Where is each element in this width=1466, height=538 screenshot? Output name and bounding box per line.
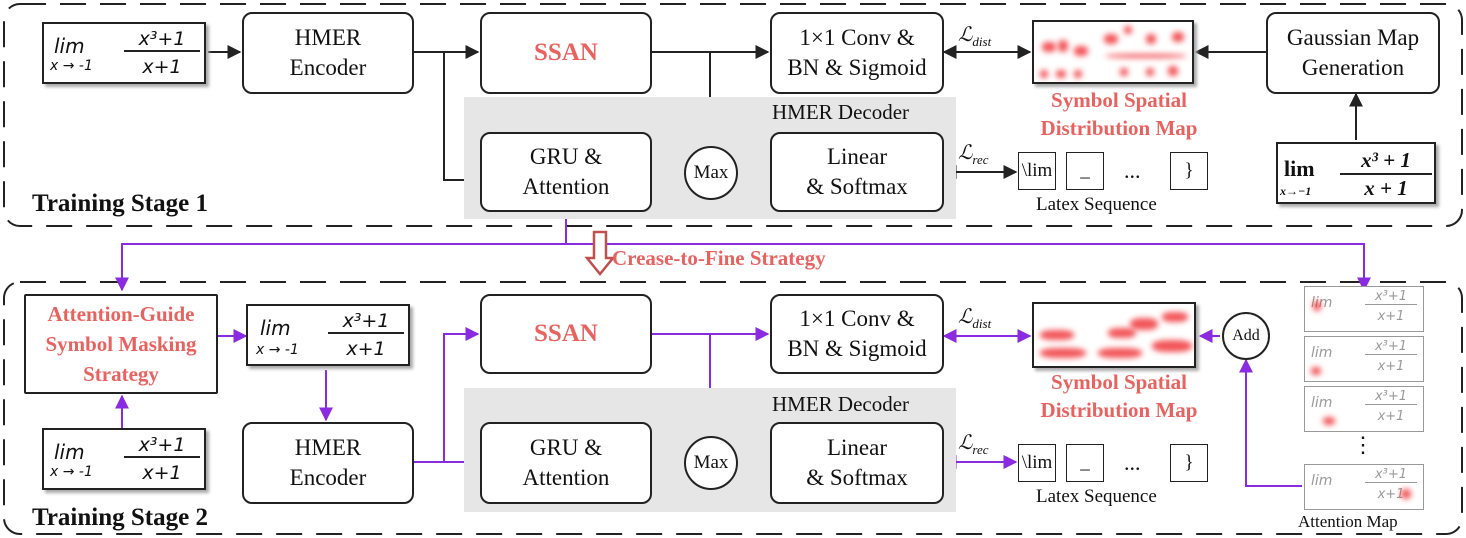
attention-map-vdots: ⋮ xyxy=(1352,432,1374,457)
stage2-ssan-block: SSAN xyxy=(480,294,652,374)
stage1-symbol-distribution-map xyxy=(1032,20,1194,84)
stage2-max-node: Max xyxy=(684,436,738,490)
limit-under-text: x → -1 xyxy=(50,58,93,74)
stage1-token-ellipsis: ... xyxy=(1124,158,1141,183)
stage2-title: Training Stage 2 xyxy=(32,504,208,531)
stage2-denominator-text: x+1 xyxy=(142,462,182,484)
stage2-token-lim: \lim xyxy=(1018,444,1056,482)
add-node: Add xyxy=(1222,312,1270,360)
stage2-decoder-label: HMER Decoder xyxy=(772,392,910,416)
masked-denominator-text: x+1 xyxy=(346,338,386,360)
typeset-limit-under: x→−1 xyxy=(1280,184,1312,198)
stage2-limit-under-text: x → -1 xyxy=(50,464,93,480)
stage2-loss-dist: ℒdist xyxy=(958,306,992,331)
stage1-ssan-block: SSAN xyxy=(480,12,652,94)
stage2-numerator-text: x³+1 xyxy=(124,434,200,458)
stage2-token-brace: } xyxy=(1170,444,1208,482)
stage2-linear-softmax: Linear & Softmax xyxy=(770,422,944,504)
stage1-frame xyxy=(3,3,1463,227)
stage1-input-handwritten-formula: lim x → -1 x³+1 x+1 xyxy=(42,22,206,84)
stage1-conv-bn-sigmoid: 1×1 Conv & BN & Sigmoid xyxy=(770,12,944,94)
stage1-linear-softmax: Linear & Softmax xyxy=(770,132,944,212)
masked-limit-under-text: x → -1 xyxy=(256,342,299,358)
stage2-conv-bn-sigmoid: 1×1 Conv & BN & Sigmoid xyxy=(770,294,944,374)
stage1-decoder-label: HMER Decoder xyxy=(772,100,910,124)
stage2-latex-label: Latex Sequence xyxy=(1036,486,1157,507)
stage1-loss-rec: ℒrec xyxy=(958,142,989,167)
stage1-latex-label: Latex Sequence xyxy=(1036,194,1157,215)
stage2-hmer-encoder: HMER Encoder xyxy=(242,422,414,504)
stage1-map-caption: Symbol Spatial Distribution Map xyxy=(1040,88,1198,140)
stage1-hmer-encoder: HMER Encoder xyxy=(242,12,414,94)
stage2-symbol-distribution-map xyxy=(1032,302,1196,368)
stage1-typeset-formula: lim x→−1 x³ + 1 x + 1 xyxy=(1276,142,1436,204)
typeset-numerator: x³ + 1 xyxy=(1340,148,1432,175)
typeset-denominator: x + 1 xyxy=(1364,176,1408,200)
stage2-limit-text: lim xyxy=(54,440,85,464)
stage1-token-lim: \lim xyxy=(1018,152,1056,190)
stage2-token-underscore: _ xyxy=(1066,444,1104,482)
stage1-loss-dist: ℒdist xyxy=(958,24,992,49)
stage1-token-brace: } xyxy=(1170,152,1208,190)
masked-limit-text: lim xyxy=(260,316,291,340)
crease-to-fine-strategy-label: Crease-to-Fine Strategy xyxy=(612,246,826,270)
masked-numerator-text: x³+1 xyxy=(328,310,404,334)
limit-text: lim xyxy=(54,34,85,58)
stage2-map-caption: Symbol Spatial Distribution Map xyxy=(1040,370,1198,422)
stage2-frame xyxy=(3,281,1463,535)
stage1-title: Training Stage 1 xyxy=(32,190,208,217)
denominator-text: x+1 xyxy=(142,56,182,78)
stage1-gru-attention: GRU & Attention xyxy=(480,132,652,212)
typeset-limit: lim xyxy=(1284,156,1315,181)
attention-map-label: Attention Map xyxy=(1298,512,1398,531)
attention-map-thumb-last: lim x³+1 x+1 xyxy=(1304,464,1424,510)
stage2-input-handwritten-formula: lim x → -1 x³+1 x+1 xyxy=(42,428,206,490)
attention-guide-masking-strategy: Attention-Guide Symbol Masking Strategy xyxy=(24,294,218,394)
attention-map-thumb-3: lim x³+1 x+1 xyxy=(1304,386,1424,432)
stage2-masked-handwritten-formula: lim x → -1 x³+1 x+1 xyxy=(246,304,410,366)
attention-map-thumb-2: lim x³+1 x+1 xyxy=(1304,336,1424,382)
stage2-loss-rec: ℒrec xyxy=(958,432,989,457)
numerator-text: x³+1 xyxy=(124,28,200,52)
attention-map-thumb-1: lim x³+1 x+1 xyxy=(1304,286,1424,332)
gaussian-map-generation: Gaussian Map Generation xyxy=(1266,12,1440,94)
stage1-token-underscore: _ xyxy=(1066,152,1104,190)
stage1-max-node: Max xyxy=(684,146,738,200)
strategy-arrow xyxy=(584,230,616,276)
stage2-token-ellipsis: ... xyxy=(1124,450,1141,475)
stage2-gru-attention: GRU & Attention xyxy=(480,422,652,504)
